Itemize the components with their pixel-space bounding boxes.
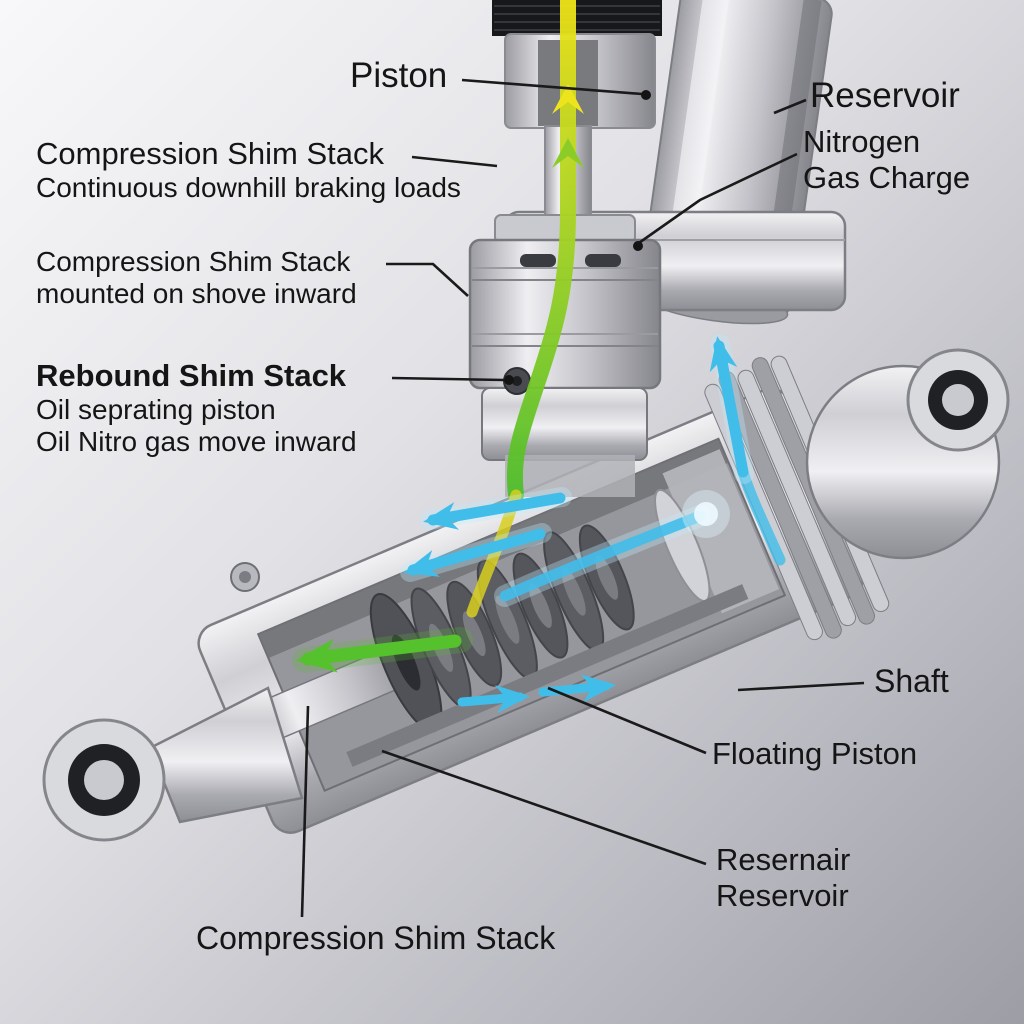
leader-shaft	[737, 681, 865, 692]
shaft-label: Shaft	[874, 663, 949, 699]
piston-port-left	[520, 254, 556, 267]
floating-piston-label: Floating Piston	[712, 736, 918, 771]
rebound-subtitle-2: Oil Nitro gas move inward	[36, 426, 357, 458]
rebound-shim-stack-label: Rebound Shim Stack Oil seprating piston …	[36, 358, 357, 459]
compression-shim-stack-3-label: Compression Shim Stack	[196, 920, 556, 956]
body-bolt-center	[239, 571, 251, 583]
shaft-flow-path	[506, 0, 576, 503]
damper-shaft-top	[492, 0, 662, 235]
leader-comp1	[411, 155, 498, 168]
resernair-reservoir-label: Resernair Reservoir	[716, 842, 850, 914]
dot-piston	[641, 90, 651, 100]
compression-shim-stack-2-label: Compression Shim Stack mounted on shove …	[36, 246, 357, 311]
nitrogen-line2: Gas Charge	[803, 159, 971, 195]
rebound-bolt-center	[512, 376, 522, 386]
piston-label: Piston	[350, 56, 448, 95]
cyan-arrow-reservoir-up	[709, 336, 749, 478]
leader-lines	[300, 78, 865, 918]
cyan-arrow-lower	[403, 528, 546, 577]
bottom-oil-channel	[346, 584, 749, 767]
rebound-subtitle-1: Oil seprating piston	[36, 393, 276, 425]
up-arrow-yellow	[552, 84, 584, 114]
right-eyelet-hole	[942, 384, 974, 416]
leader-dots	[504, 90, 651, 385]
leader-nitrogen	[635, 152, 798, 247]
left-mount-arm	[148, 686, 304, 824]
gas-chamber	[662, 449, 779, 614]
up-arrow-green	[552, 138, 584, 168]
leader-resernair	[381, 749, 707, 866]
comp2-title: Compression Shim Stack	[36, 246, 351, 277]
left-eyelet-hole	[84, 760, 124, 800]
cyan-flow-from-floating-piston	[499, 510, 706, 602]
comp1-title: Compression Shim Stack	[36, 136, 385, 171]
piston-lower-skirt	[481, 387, 648, 461]
leader-piston	[461, 78, 643, 96]
resernair-line2: Reservoir	[716, 877, 849, 913]
nitrogen-line1: Nitrogen	[803, 124, 921, 159]
compression-shim-stack-1-label: Compression Shim Stack Continuous downhi…	[36, 136, 461, 204]
cyan-arrow-bottom-1	[457, 685, 530, 714]
rebound-title: Rebound Shim Stack	[36, 358, 347, 393]
cyan-arrow-upper	[423, 492, 566, 530]
piston-port-right	[585, 254, 621, 267]
leader-reservoir	[773, 98, 807, 115]
piston-throat	[505, 455, 635, 497]
reservoir-label: Reservoir	[810, 76, 960, 115]
leader-comp3	[300, 705, 310, 918]
nitrogen-gas-charge-label: Nitrogen Gas Charge	[803, 124, 970, 196]
dot-nitrogen	[633, 241, 643, 251]
leader-floating-piston	[547, 686, 707, 755]
dot-rebound	[504, 375, 514, 385]
oil-flow-arrows	[292, 0, 786, 714]
resernair-line1: Resernair	[716, 842, 851, 877]
comp2-subtitle: mounted on shove inward	[36, 278, 357, 310]
leader-rebound	[391, 376, 505, 382]
green-arrow-left	[296, 634, 462, 673]
leader-comp2	[386, 262, 469, 297]
comp1-subtitle: Continuous downhill braking loads	[36, 171, 461, 203]
